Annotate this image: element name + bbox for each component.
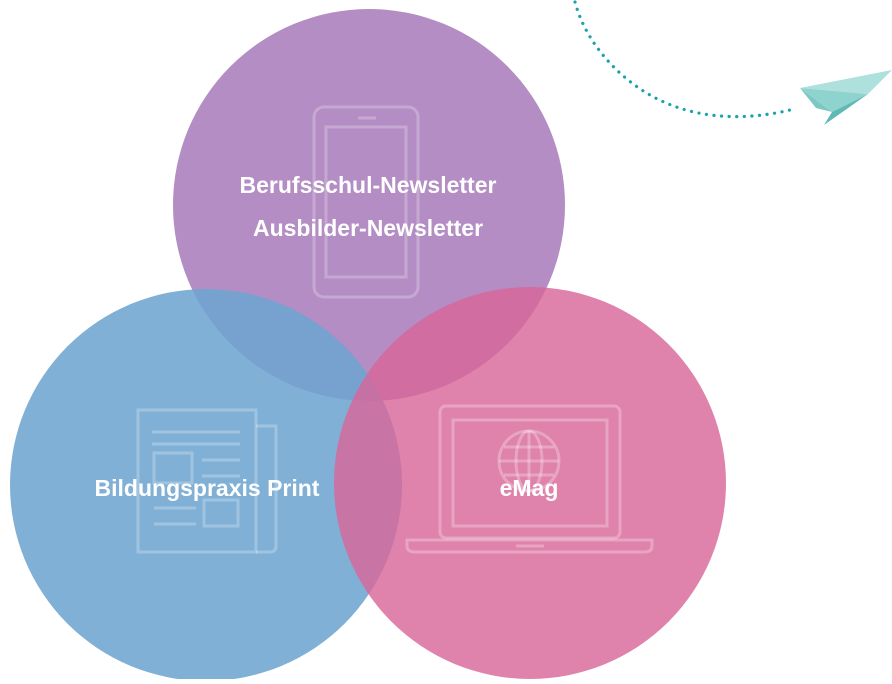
- venn-circle-print: [10, 289, 402, 681]
- smartphone-icon: [312, 105, 420, 299]
- label-berufsschul-newsletter: Berufsschul-Newsletter: [240, 172, 497, 198]
- label-ausbilder-newsletter: Ausbilder-Newsletter: [253, 215, 483, 241]
- newspaper-icon: [136, 408, 278, 554]
- label-emag: eMag: [500, 475, 559, 501]
- venn-circle-emag: [334, 287, 726, 679]
- laptop-globe-icon: [405, 404, 654, 554]
- paper-plane-decoration: [573, 0, 892, 125]
- label-bildungspraxis-print: Bildungspraxis Print: [95, 475, 320, 501]
- plane-trail: [573, 0, 792, 119]
- paper-plane-icon: [800, 70, 892, 125]
